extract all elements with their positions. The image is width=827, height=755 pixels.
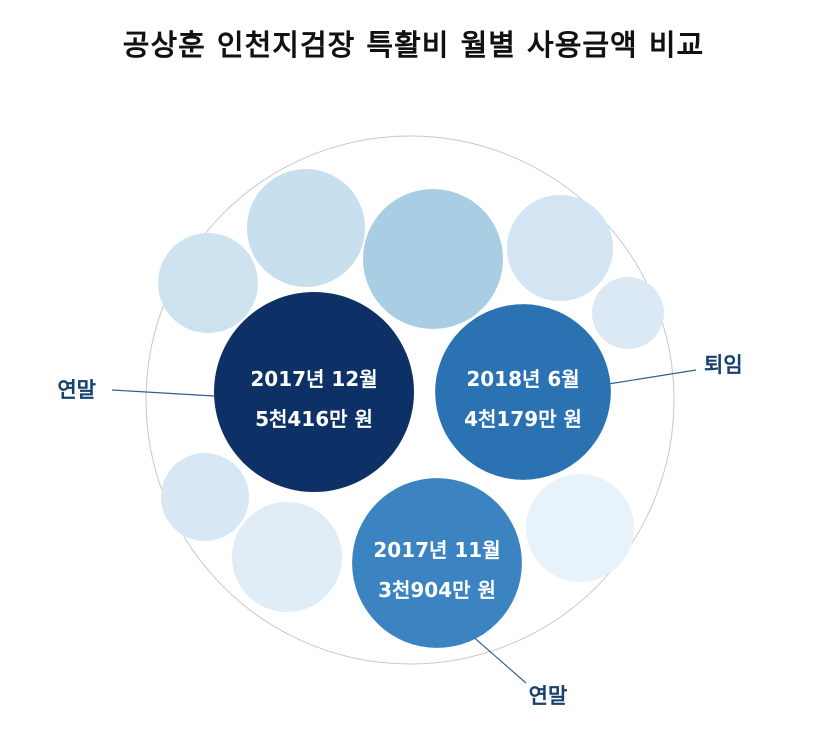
callout-line-2 [608,369,697,385]
background-bubble-5 [592,277,664,349]
background-bubble-6 [161,453,249,541]
highlight-bubble-3 [352,478,522,648]
chart-title: 공상훈 인천지검장 특활비 월별 사용금액 비교 [122,28,705,62]
callout-line-1 [111,389,215,397]
callout-label-2: 퇴임 [704,353,743,377]
highlight-bubble-1 [214,292,414,492]
bubble-date-label-2: 2018년 6월 [466,367,579,391]
background-bubble-8 [526,474,634,582]
bubble-date-label-3: 2017년 11월 [373,538,500,562]
background-bubble-3 [158,233,258,333]
highlight-bubble-2 [435,304,611,480]
bubble-date-label-1: 2017년 12월 [250,367,377,391]
background-bubbles [158,169,664,612]
background-bubble-4 [507,195,613,301]
callout-label-1: 연말 [57,378,96,402]
callout-line-3 [474,638,527,684]
background-bubble-2 [247,169,365,287]
outer-boundary-circle [145,135,675,665]
callout-label-3: 연말 [529,684,568,708]
bubble-amount-label-3: 3천904만 원 [378,578,496,602]
background-bubble-1 [363,189,503,329]
bubble-amount-label-1: 5천416만 원 [255,407,373,431]
highlighted-bubbles: 2017년 12월 5천416만 원 2018년 6월 4천179만 원 2017년 1… [214,292,611,648]
background-bubble-7 [232,502,342,612]
bubble-amount-label-2: 4천179만 원 [464,407,582,431]
